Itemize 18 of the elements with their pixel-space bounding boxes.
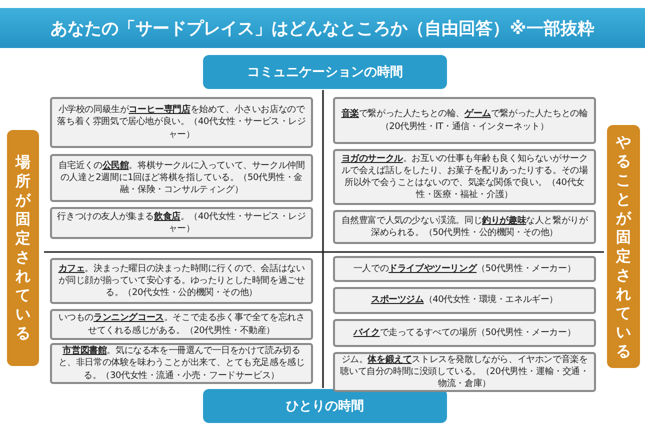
title-banner: あなたの「サードプレイス」はどんなところか（自由回答）※一部抜粋: [0, 8, 645, 48]
answer-card: 行きつけの友人が集まる飲食店。（40代女性・サービス・レジャー）: [50, 207, 313, 239]
axis-label: やることが固定されている: [607, 125, 640, 368]
answer-card: 自宅近くの公民館。将棋サークルに入っていて、サークル仲間の人達と2週間に1回ほど将棋を指している。（50代男性・金融・保険・コンサルティング）: [50, 154, 313, 202]
axis-label: 場所が固定されている: [7, 130, 39, 366]
axis-label: コミュニケーションの時間: [203, 55, 447, 89]
answer-card: バイクで走ってるすべての場所（50代男性・メーカー）: [333, 319, 596, 347]
answer-card: スポーツジム（40代女性・環境・エネルギー）: [333, 287, 596, 314]
answer-card: 音楽で繋がった人たちとの輪、ゲームで繋がった人たちとの輪（20代男性・IT・通信・インターネット）: [333, 97, 596, 144]
answer-card: 市営図書館。気になる本を一冊選んで一日をかけて読み切ると、非日常の体験を味わうことが出来て、とても充足感を感じる。（30代女性・流通・小売・フードサービス）: [50, 343, 313, 384]
answer-card: ジム。体を鍛えてストレスを発散しながら、イヤホンで音楽を聴いて自分の時間に没頭している。（20代男性・運輸・交通・物流・倉庫）: [333, 352, 596, 392]
axis-label: ひとりの時間: [203, 389, 447, 423]
answer-card: いつものランニングコース。そこで走る歩く事で全てを忘れさせてくれる感じがある。（20代男性・不動産）: [50, 309, 313, 340]
answer-card: ヨガのサークル。お互いの仕事も年齢も良く知らないがサークルで会えば話しをしたり、お菓子を配りあったりする。その場所以外で会うことはないので、気楽な関係で良い。（40代女性・医療・福祉・介護）: [333, 149, 596, 205]
answer-card: 一人でのドライブやツーリング（50代男性・メーカー）: [333, 256, 596, 282]
answer-card: 小学校の同級生がコーヒー専門店を始めて、小さいお店なので落ち着く雰囲気で居心地が良い。（40代女性・サービス・レジャー）: [50, 97, 313, 148]
answer-card: 自然豊富で人気の少ない渓流。同じ釣りが趣味な人と繋がりが深められる。（50代男性・公的機関・その他）: [333, 210, 596, 244]
answer-card: カフェ。決まった曜日の決まった時間に行くので、会話はないが同じ顔が揃っていて安心する。ゆったりとした時間を過ごせる。（20代女性・公的機関・その他）: [50, 258, 313, 304]
